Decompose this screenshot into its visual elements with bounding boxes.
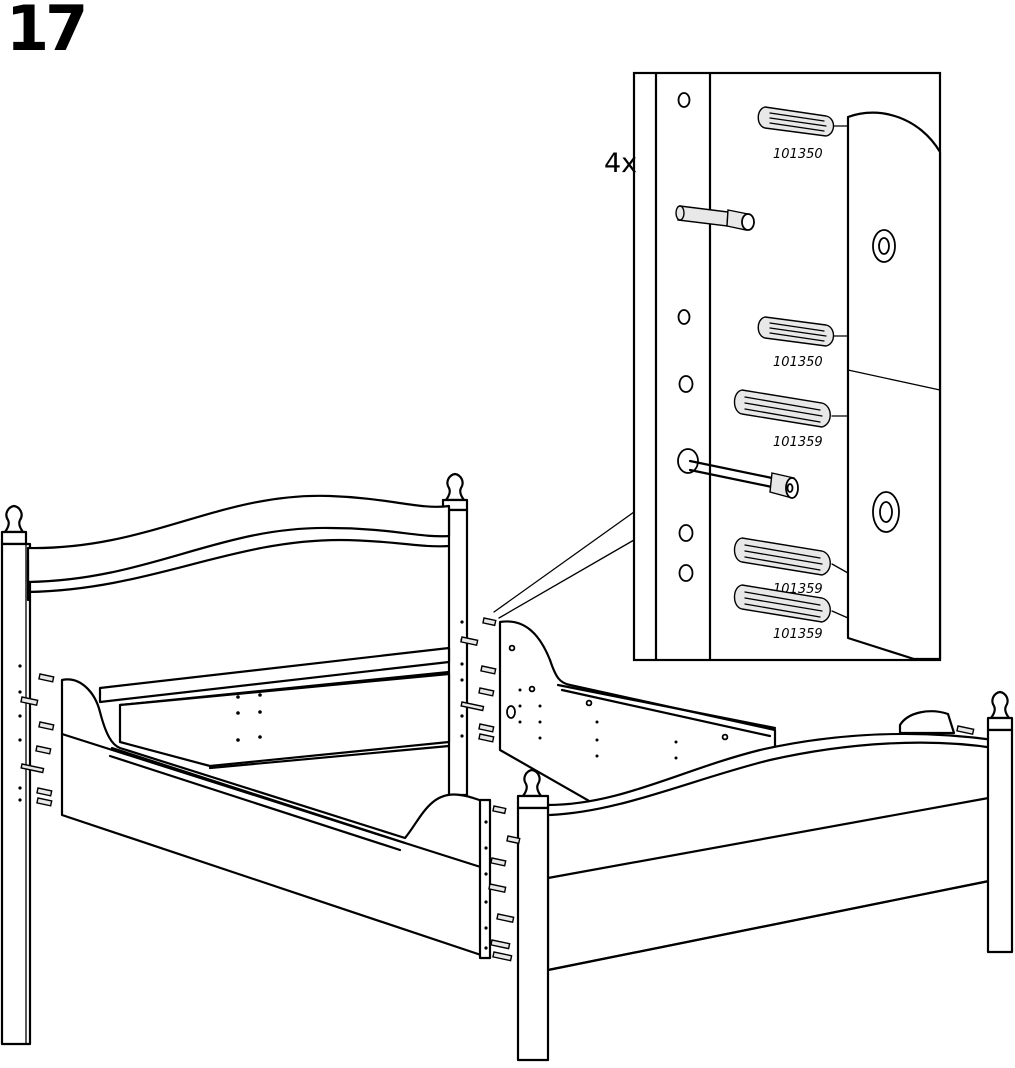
cam-hole-inner xyxy=(880,502,892,522)
post-hole xyxy=(680,525,693,541)
post-hole xyxy=(680,376,693,392)
part-label: 101350 xyxy=(773,147,823,162)
footboard-left-post xyxy=(518,770,548,1060)
step-number: 17 xyxy=(6,0,84,65)
post-hole xyxy=(679,310,690,324)
headboard-top-rail xyxy=(28,496,449,582)
rail-end-plate xyxy=(480,800,490,958)
detail-callout: 4x xyxy=(494,73,940,660)
part-label: 101350 xyxy=(773,355,823,370)
part-label: 101359 xyxy=(773,627,823,642)
quantity-label: 4x xyxy=(604,148,637,179)
callout-leader-line xyxy=(499,540,634,618)
cam-hole-inner xyxy=(879,238,889,254)
part-label: 101359 xyxy=(773,435,823,450)
callout-leader-line xyxy=(494,512,634,612)
post-hole xyxy=(680,565,693,581)
headboard-left-post xyxy=(2,506,30,1044)
post-hole xyxy=(679,93,690,107)
footboard-right-post xyxy=(988,692,1012,952)
corner-bracket xyxy=(900,711,954,733)
side-board xyxy=(848,113,940,659)
